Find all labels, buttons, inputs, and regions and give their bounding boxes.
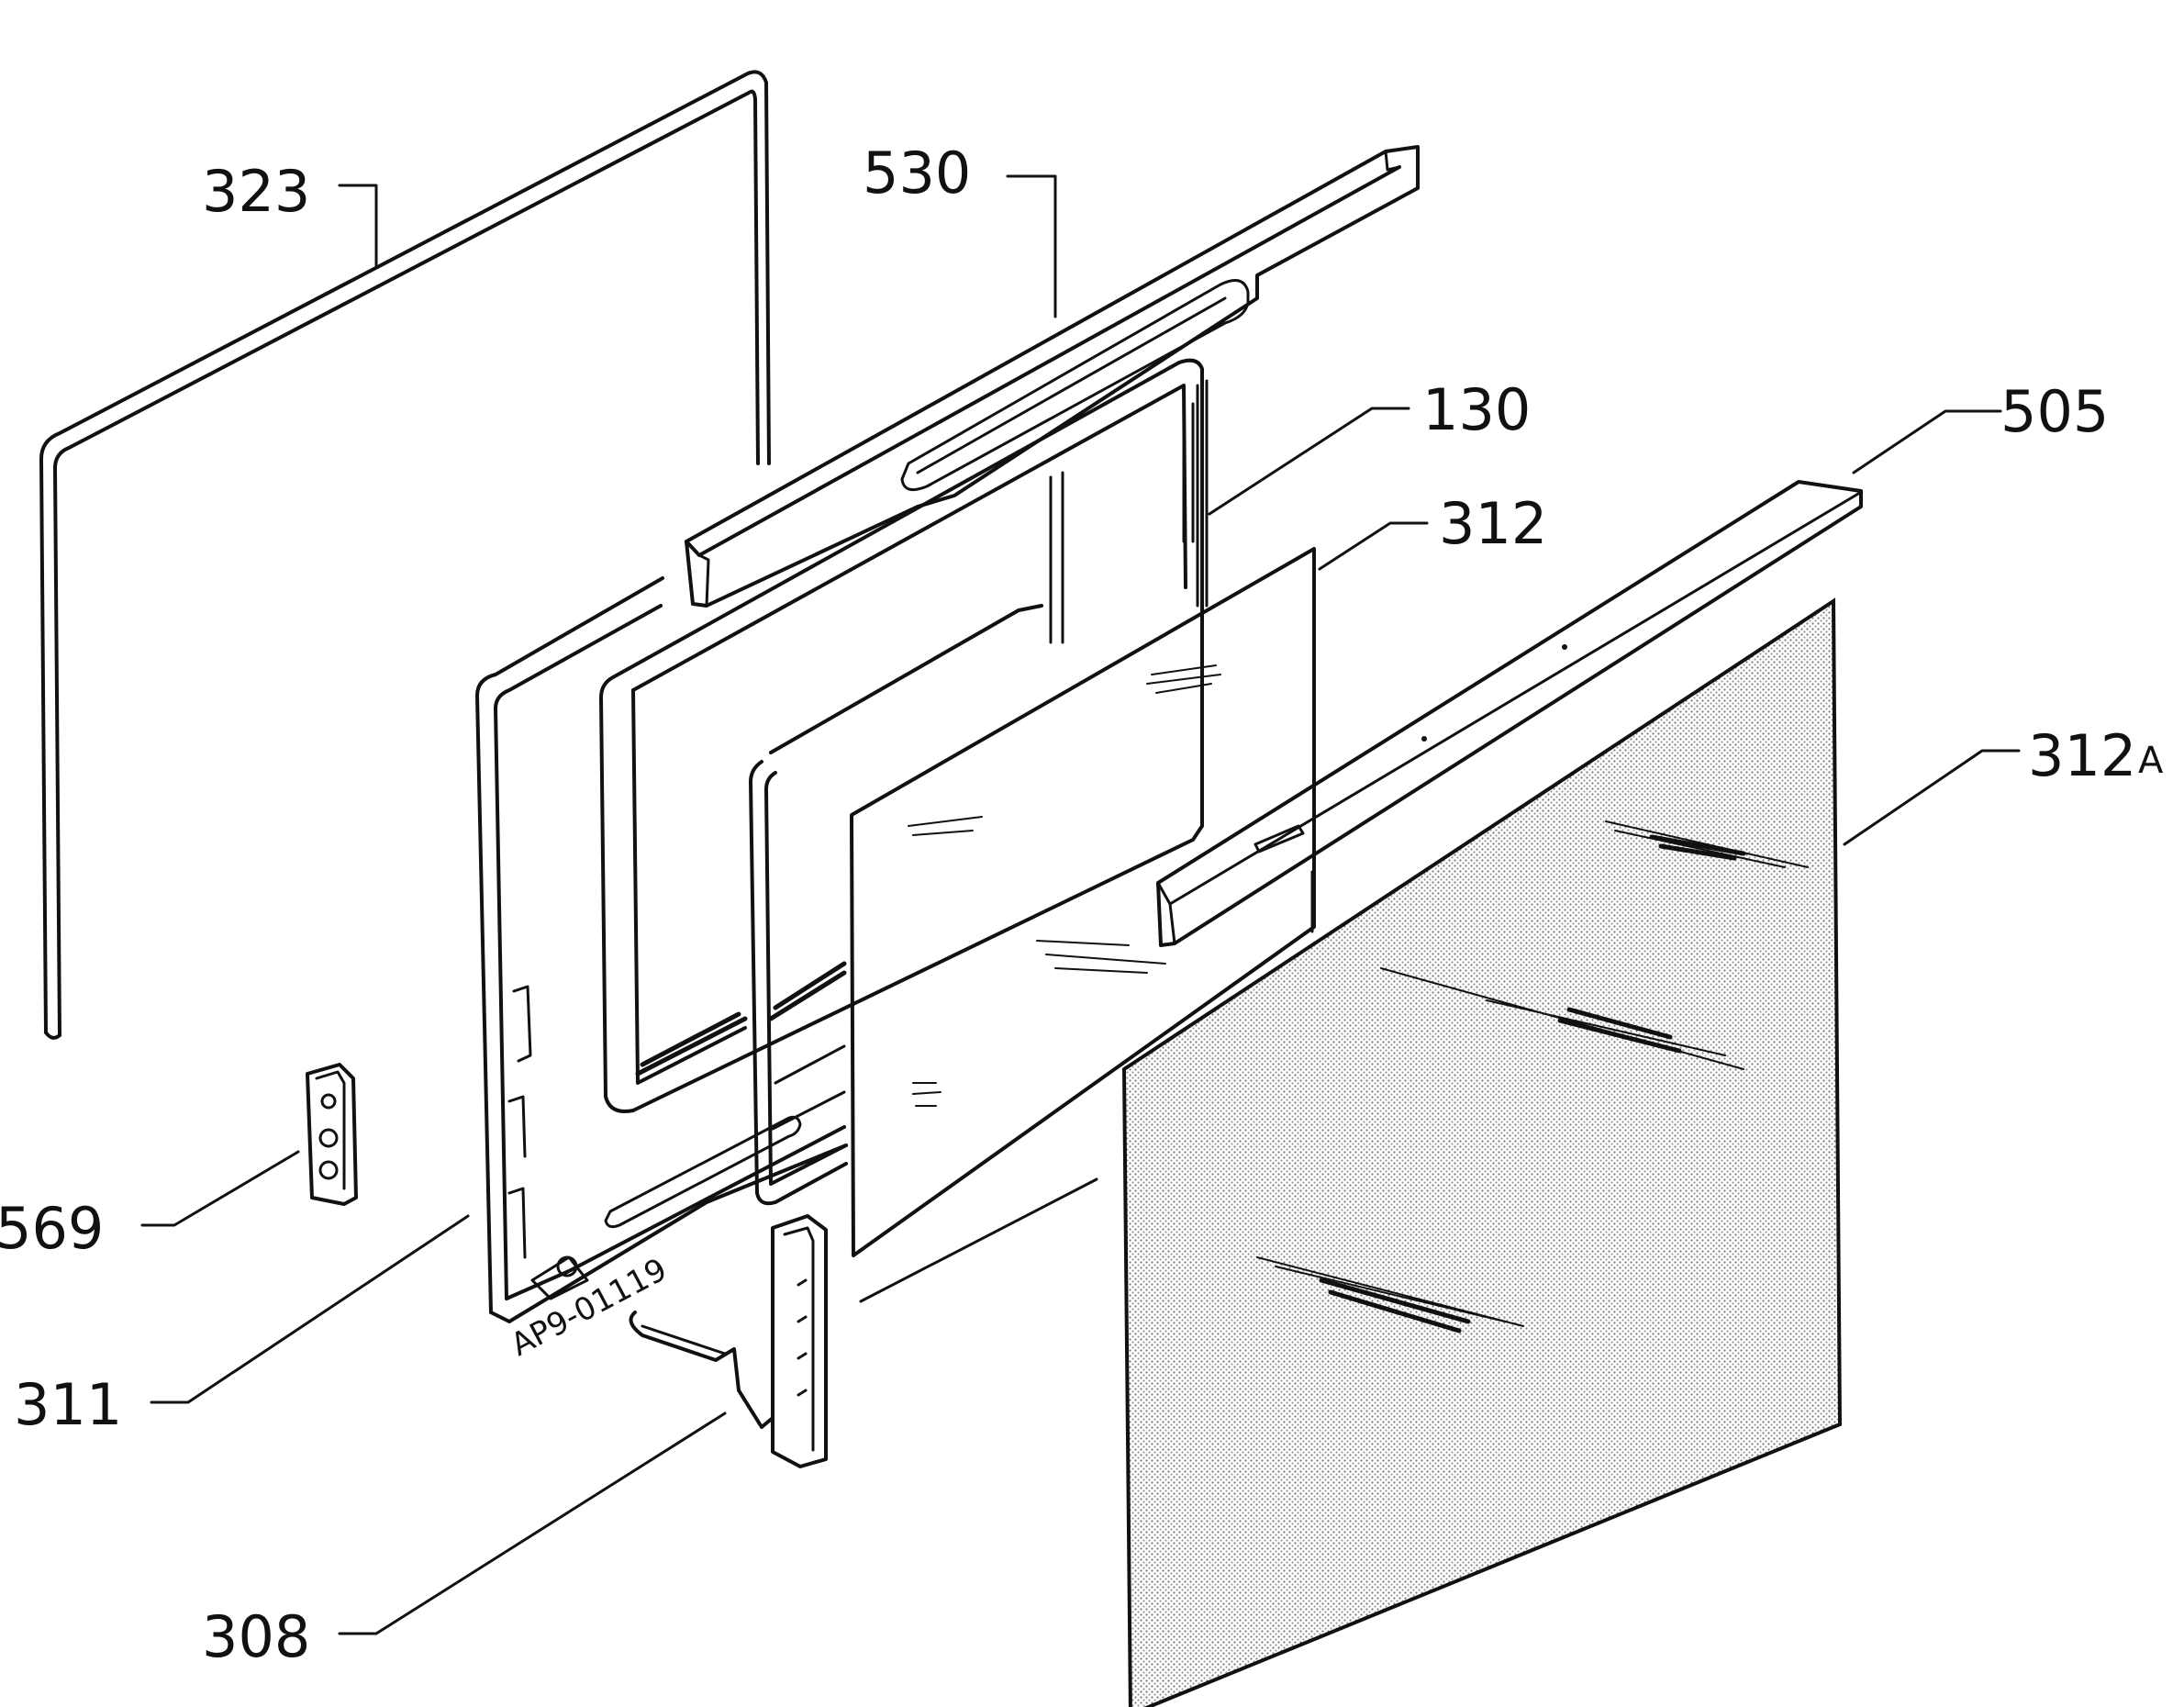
- leader-lines: [140, 174, 2021, 1635]
- label-505: 505: [2000, 378, 2109, 445]
- label-130: 130: [1422, 376, 1531, 443]
- label-312: 312: [1439, 490, 1547, 557]
- inner-frame-311: [475, 576, 848, 1323]
- glass-frame: [749, 604, 1043, 1206]
- label-311: 311: [14, 1371, 122, 1438]
- glass-pane-312: [850, 547, 1316, 1257]
- liner-frame-130: [599, 358, 1204, 1113]
- hinge-308: [629, 1214, 828, 1468]
- label-530: 530: [863, 139, 971, 206]
- top-rail-505: [1156, 480, 1863, 947]
- outer-glass-312a: [1121, 597, 1843, 1707]
- hinge-bracket-569: [306, 1063, 358, 1206]
- label-569: 569: [0, 1195, 104, 1262]
- label-312a-suffix: A: [2138, 740, 2164, 782]
- label-323: 323: [202, 158, 310, 225]
- door-seal-323: [39, 70, 771, 1040]
- label-308: 308: [202, 1603, 310, 1670]
- top-trim-530: [685, 145, 1420, 608]
- guide-lines: [1049, 379, 1314, 933]
- label-312a-number: 312: [2028, 722, 2136, 789]
